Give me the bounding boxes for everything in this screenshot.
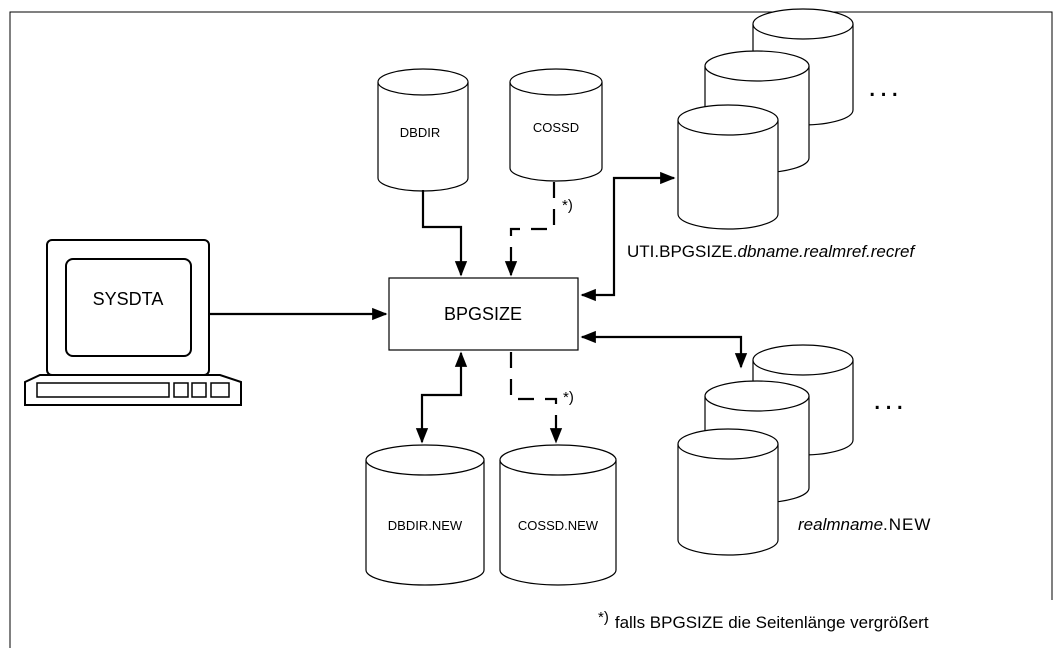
- asterisk-bottom: *): [563, 389, 574, 406]
- dbdir-new-cylinder-icon: [365, 444, 485, 586]
- realm-stack-top-icon: [677, 8, 854, 230]
- arrow-dbdir-to-bpgsize: [421, 190, 468, 277]
- uti-dataset-label: UTI.BPGSIZE.dbname.realmref.recref: [627, 242, 916, 261]
- arrow-bpgsize-to-dbdir-new: [415, 351, 468, 444]
- arrow-bpgsize-to-realm-top: [580, 171, 676, 302]
- cossd-cylinder-icon: [509, 68, 603, 182]
- ellipsis-bottom: ...: [873, 383, 907, 416]
- terminal-icon: [24, 239, 242, 406]
- cossd-label: COSSD: [533, 120, 579, 135]
- asterisk-top: *): [562, 197, 573, 214]
- realm-stack-bottom-icon: [677, 344, 854, 556]
- arrow-bpgsize-to-realm-bottom: [580, 330, 748, 369]
- cossd-new-label: COSSD.NEW: [518, 518, 599, 533]
- footnote-mark: *): [598, 609, 609, 626]
- footnote-text: falls BPGSIZE die Seitenlänge vergrößert: [615, 613, 929, 632]
- sysdta-label: SYSDTA: [93, 289, 164, 309]
- dbdir-label: DBDIR: [400, 125, 440, 140]
- dbdir-new-label: DBDIR.NEW: [388, 518, 463, 533]
- cossd-new-cylinder-icon: [499, 444, 617, 586]
- realm-new-label: realmname.NEW: [798, 515, 931, 534]
- bpgsize-label: BPGSIZE: [444, 304, 522, 324]
- arrow-cossd-to-bpgsize: [504, 182, 556, 277]
- frame-border: [9, 11, 1053, 648]
- ellipsis-top: ...: [868, 70, 902, 103]
- arrow-bpgsize-to-cossd-new: [509, 352, 563, 444]
- footnote: *) falls BPGSIZE die Seitenlänge vergröße…: [598, 609, 929, 632]
- bpgsize-box: [388, 277, 579, 351]
